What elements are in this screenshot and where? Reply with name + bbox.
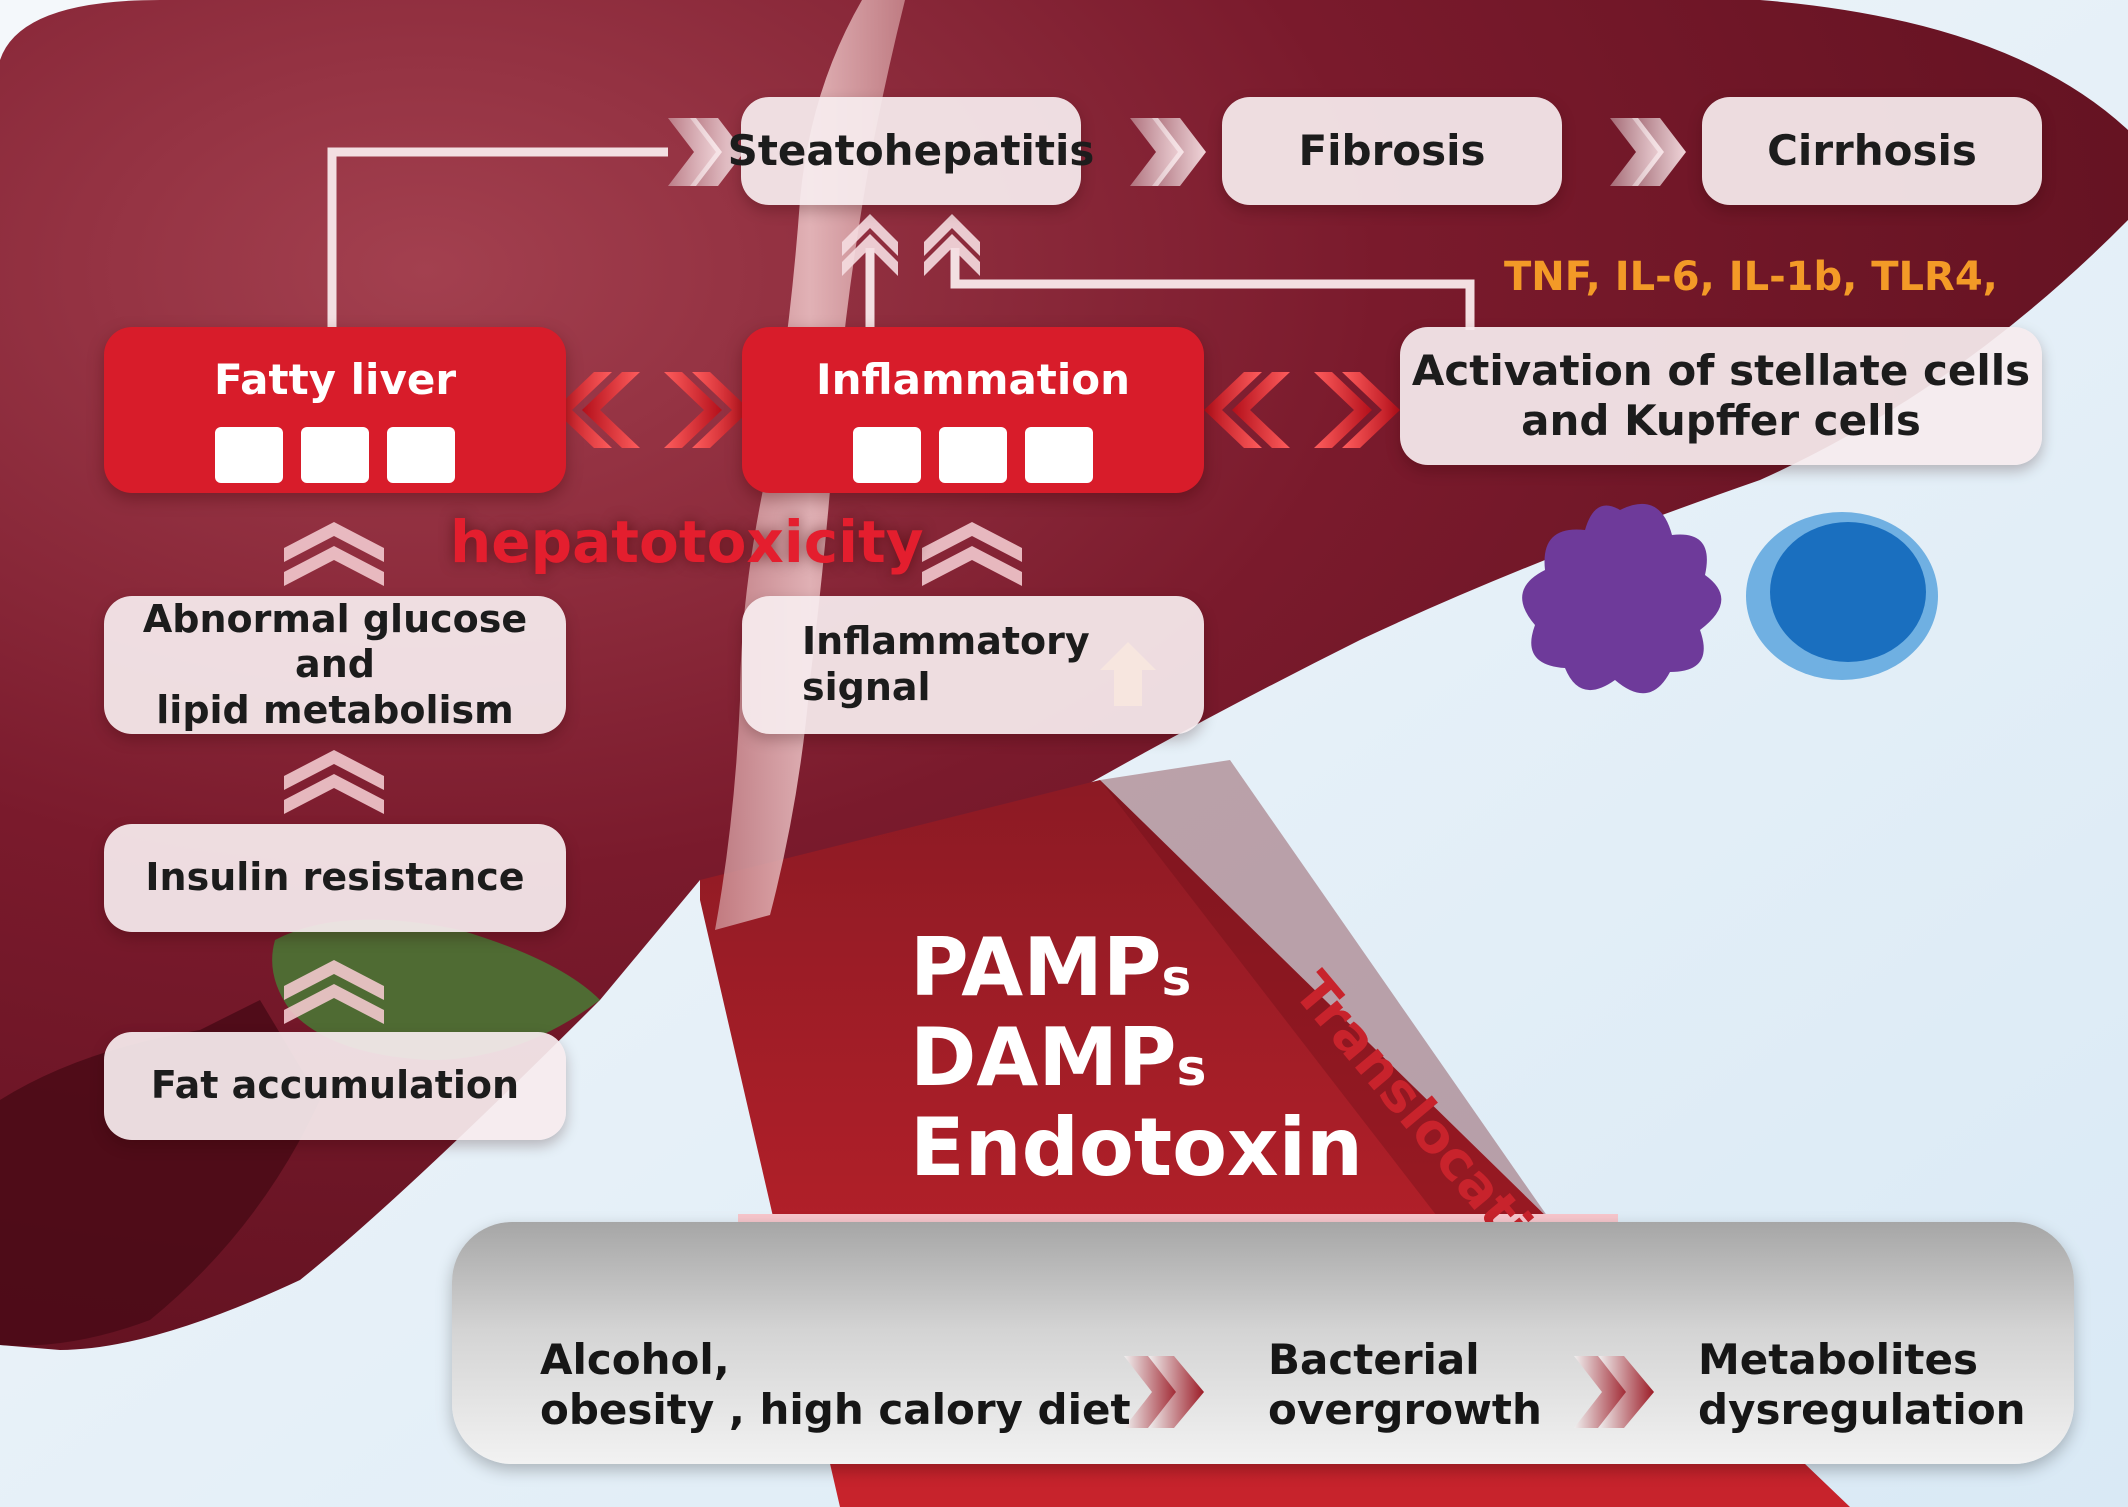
gut-cause-line-2: obesity , high calory diet: [540, 1385, 1131, 1435]
up-chevrons-insulin-icon: [284, 960, 384, 1024]
endotoxin-line: Endotoxin: [910, 1101, 1364, 1194]
pamps-main: PAMP: [910, 921, 1162, 1014]
up-chevrons-to-steato-icon: [842, 214, 980, 276]
pamps-line: PAMPs: [910, 928, 1363, 1008]
activation-line-2: and Kupffer cells: [1521, 396, 1921, 445]
cirrhosis-label: Cirrhosis: [1767, 125, 1977, 175]
gut-metabolites-line-1: Metabolites: [1698, 1335, 1978, 1384]
hepatocyte-icon: [1025, 427, 1093, 484]
damps-line: DAMPs: [910, 1018, 1363, 1098]
up-chevrons-fatty-icon: [284, 522, 384, 586]
hepatocyte-icon: [853, 427, 921, 484]
fibrosis-box: Fibrosis: [1222, 97, 1562, 205]
steatohepatitis-box: Steatohepatitis: [728, 97, 1094, 205]
stellate-cell-icon: [1522, 503, 1722, 694]
inflammatory-signal-box: Inflammatory signal: [742, 596, 1204, 734]
fatty-liver-box: Fatty liver: [104, 327, 566, 493]
kupffer-cell-icon: [1770, 522, 1926, 662]
hepatocyte-icon: [215, 427, 283, 484]
connector-fatty-to-steato: [327, 147, 668, 330]
activation-line-1: Activation of stellate cells: [1411, 345, 2031, 395]
up-chevrons-abnormal-icon: [284, 750, 384, 814]
gut-bacterial-line-1: Bacterial: [1268, 1335, 1480, 1384]
double-arrow-inflammation-activation-icon: [1204, 372, 1400, 448]
gut-metabolites-text: Metabolites dysregulation: [1698, 1335, 2026, 1436]
hepatotoxicity-label: hepatotoxicity: [450, 508, 924, 576]
pamps-block: PAMPs DAMPs Endotoxin: [910, 928, 1363, 1198]
insulin-resistance-label: Insulin resistance: [145, 855, 525, 900]
gut-metabolites-line-2: dysregulation: [1698, 1385, 2026, 1435]
abnormal-metabolism-line-2: lipid metabolism: [156, 687, 514, 732]
abnormal-metabolism-box: Abnormal glucose and lipid metabolism: [104, 596, 566, 734]
inflammatory-signal-line-2: signal: [802, 665, 931, 709]
hepatocyte-icons: [853, 427, 1093, 484]
cytokines-label: TNF, IL-6, IL-1b, TLR4,: [1504, 254, 1998, 300]
inflammatory-signal-line-1: Inflammatory: [802, 619, 1090, 664]
gut-cause-text: Alcohol, obesity , high calory diet: [540, 1335, 1131, 1436]
damps-main: DAMP: [910, 1011, 1177, 1104]
cirrhosis-box: Cirrhosis: [1702, 97, 2042, 205]
fibrosis-label: Fibrosis: [1298, 125, 1486, 175]
inflammation-box: Inflammation: [742, 327, 1204, 493]
inflammation-label: Inflammation: [815, 355, 1131, 404]
gut-panel: [452, 1222, 2074, 1464]
hepatocyte-icon: [939, 427, 1007, 484]
gallbladder: [272, 919, 600, 1060]
connector-activation-to-steato: [950, 248, 1475, 330]
gut-bacterial-text: Bacterial overgrowth: [1268, 1335, 1542, 1436]
chevron-to-steato-icon: [668, 118, 744, 186]
gut-chevron-2-icon: [1574, 1356, 1654, 1428]
pamps-sub: s: [1161, 949, 1192, 1007]
abnormal-metabolism-line-1: Abnormal glucose and: [142, 596, 528, 687]
gut-bacterial-line-2: overgrowth: [1268, 1385, 1542, 1435]
damps-sub: s: [1176, 1039, 1207, 1097]
activation-box: Activation of stellate cells and Kupffer…: [1400, 327, 2042, 465]
chevron-fibrosis-to-cirrhosis-icon: [1610, 118, 1686, 186]
translocation-band-shade: [1100, 760, 1550, 1220]
chevron-steato-to-fibrosis-icon: [1130, 118, 1206, 186]
hepatocyte-icon: [387, 427, 455, 484]
gut-chevron-1-icon: [1124, 1356, 1204, 1428]
insulin-resistance-box: Insulin resistance: [104, 824, 566, 932]
hepatocyte-icon: [301, 427, 369, 484]
fatty-liver-label: Fatty liver: [213, 355, 457, 404]
up-chevrons-inflammation-icon: [922, 522, 1022, 586]
fat-accumulation-label: Fat accumulation: [150, 1063, 520, 1108]
steatohepatitis-label: Steatohepatitis: [727, 125, 1095, 175]
hepatocyte-icons: [215, 427, 455, 484]
gut-cause-line-1: Alcohol,: [540, 1335, 730, 1384]
fat-accumulation-box: Fat accumulation: [104, 1032, 566, 1140]
